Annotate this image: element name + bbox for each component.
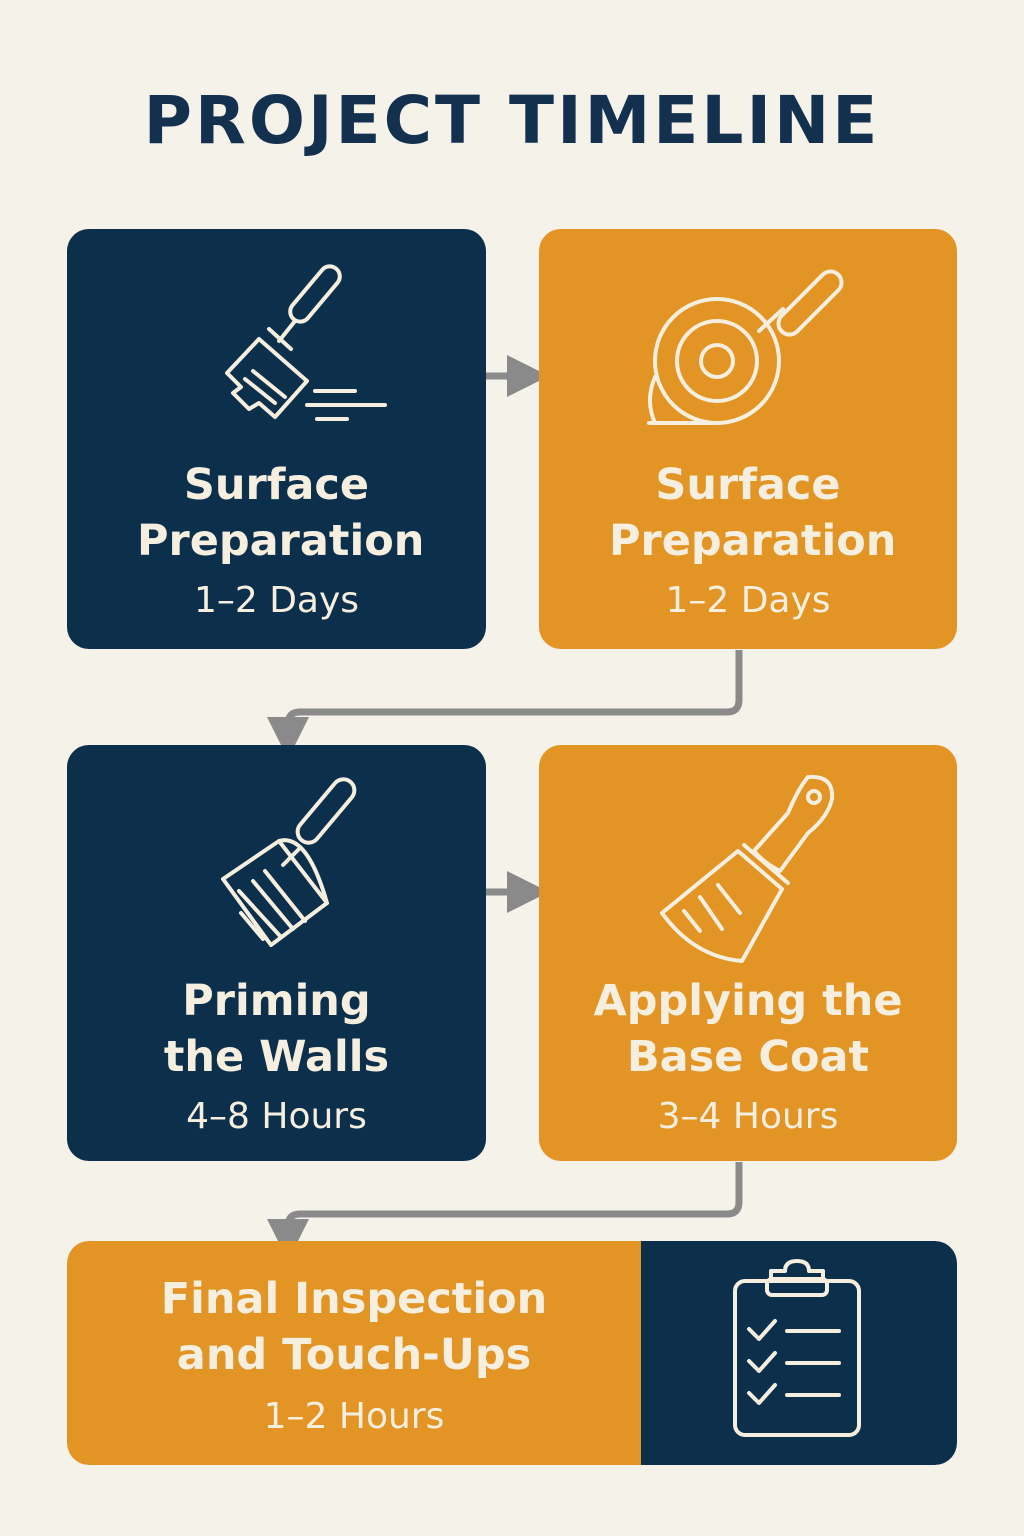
step-name: Final Inspection and Touch-Ups xyxy=(160,1274,548,1380)
scraper-icon xyxy=(224,264,387,421)
step-name: Surface Preparation xyxy=(137,460,425,566)
clipboard-checklist-icon xyxy=(733,1259,861,1437)
final-step-text-panel: Final Inspection and Touch-Ups 1–2 Hours xyxy=(67,1241,641,1465)
step-name: Priming the Walls xyxy=(163,976,390,1082)
step-duration: 4–8 Hours xyxy=(186,1096,367,1137)
step-card-final-inspection: Final Inspection and Touch-Ups 1–2 Hours xyxy=(67,1241,957,1465)
step-duration: 1–2 Days xyxy=(665,580,831,621)
step-duration: 3–4 Hours xyxy=(657,1096,839,1137)
final-step-icon-panel xyxy=(641,1241,957,1465)
step-card-priming-the-walls: Priming the Walls 4–8 Hours xyxy=(67,745,486,1161)
paint-roller-icon xyxy=(220,777,356,947)
tape-roll-icon xyxy=(647,269,844,425)
step-duration: 1–2 Hours xyxy=(263,1396,445,1437)
paintbrush-icon xyxy=(660,774,835,963)
step-card-surface-preparation-2: Surface Preparation 1–2 Days xyxy=(539,229,957,649)
step-card-applying-the-base-coat: Applying the Base Coat 3–4 Hours xyxy=(539,745,957,1161)
arrow-step4-to-step5 xyxy=(267,1162,743,1261)
arrow-step2-to-step3 xyxy=(267,650,743,759)
step-name: Surface Preparation xyxy=(609,460,897,566)
step-card-surface-preparation: Surface Preparation 1–2 Days xyxy=(67,229,486,649)
step-name: Applying the Base Coat xyxy=(593,976,903,1082)
step-duration: 1–2 Days xyxy=(193,580,360,621)
page-title: PROJECT TIMELINE xyxy=(143,82,881,159)
